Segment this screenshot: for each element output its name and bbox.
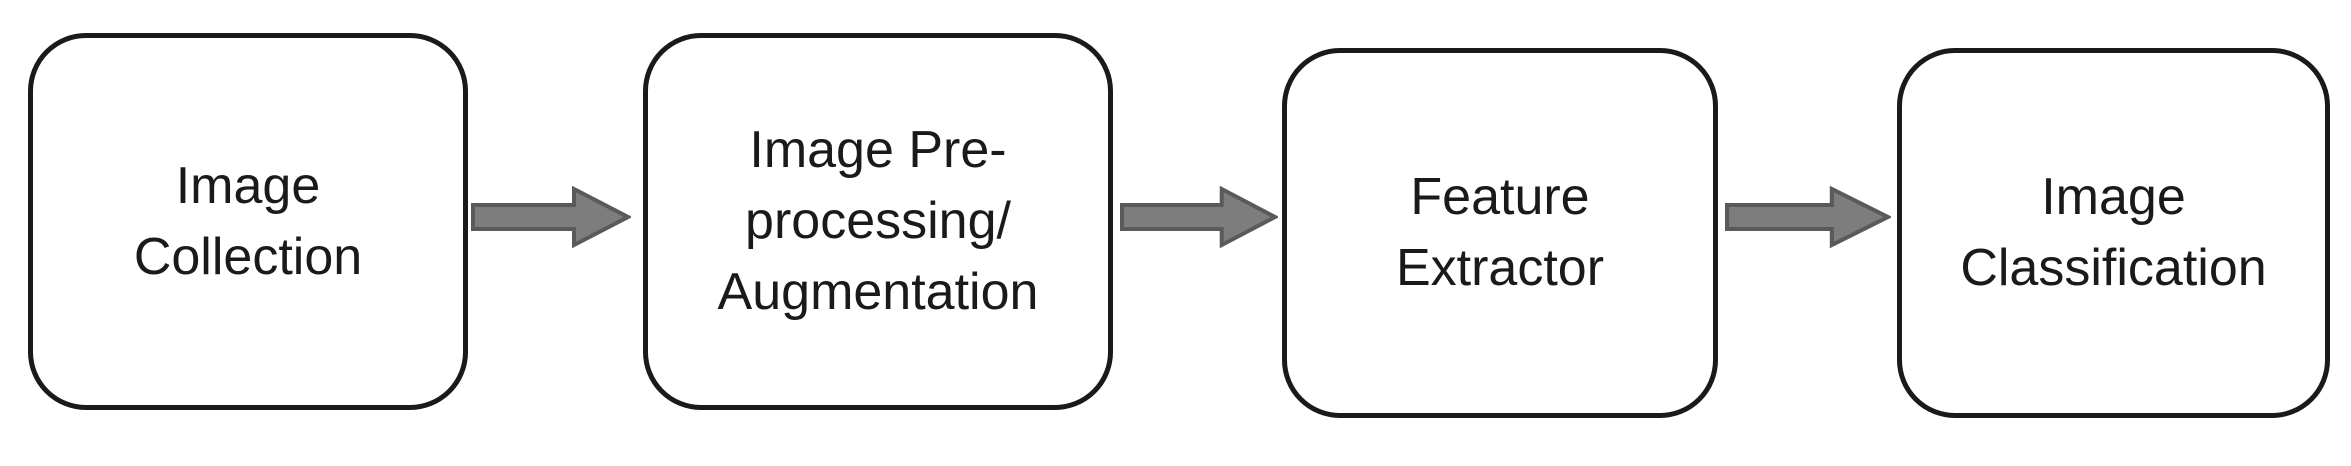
right-arrow-icon <box>1120 186 1278 248</box>
node-label: Image Classification <box>1960 168 2267 297</box>
node-label: Image Pre- processing/ Augmentation <box>717 121 1039 321</box>
node-image-collection: Image Collection <box>28 33 468 410</box>
right-arrow-icon <box>471 186 631 248</box>
right-arrow-icon <box>1725 186 1891 248</box>
node-label: Image Collection <box>133 156 363 286</box>
node-label: Feature Extractor <box>1395 168 1605 297</box>
node-image-preprocessing-augmentation: Image Pre- processing/ Augmentation <box>643 33 1113 410</box>
node-image-classification: Image Classification <box>1897 48 2330 418</box>
node-feature-extractor: Feature Extractor <box>1282 48 1718 418</box>
